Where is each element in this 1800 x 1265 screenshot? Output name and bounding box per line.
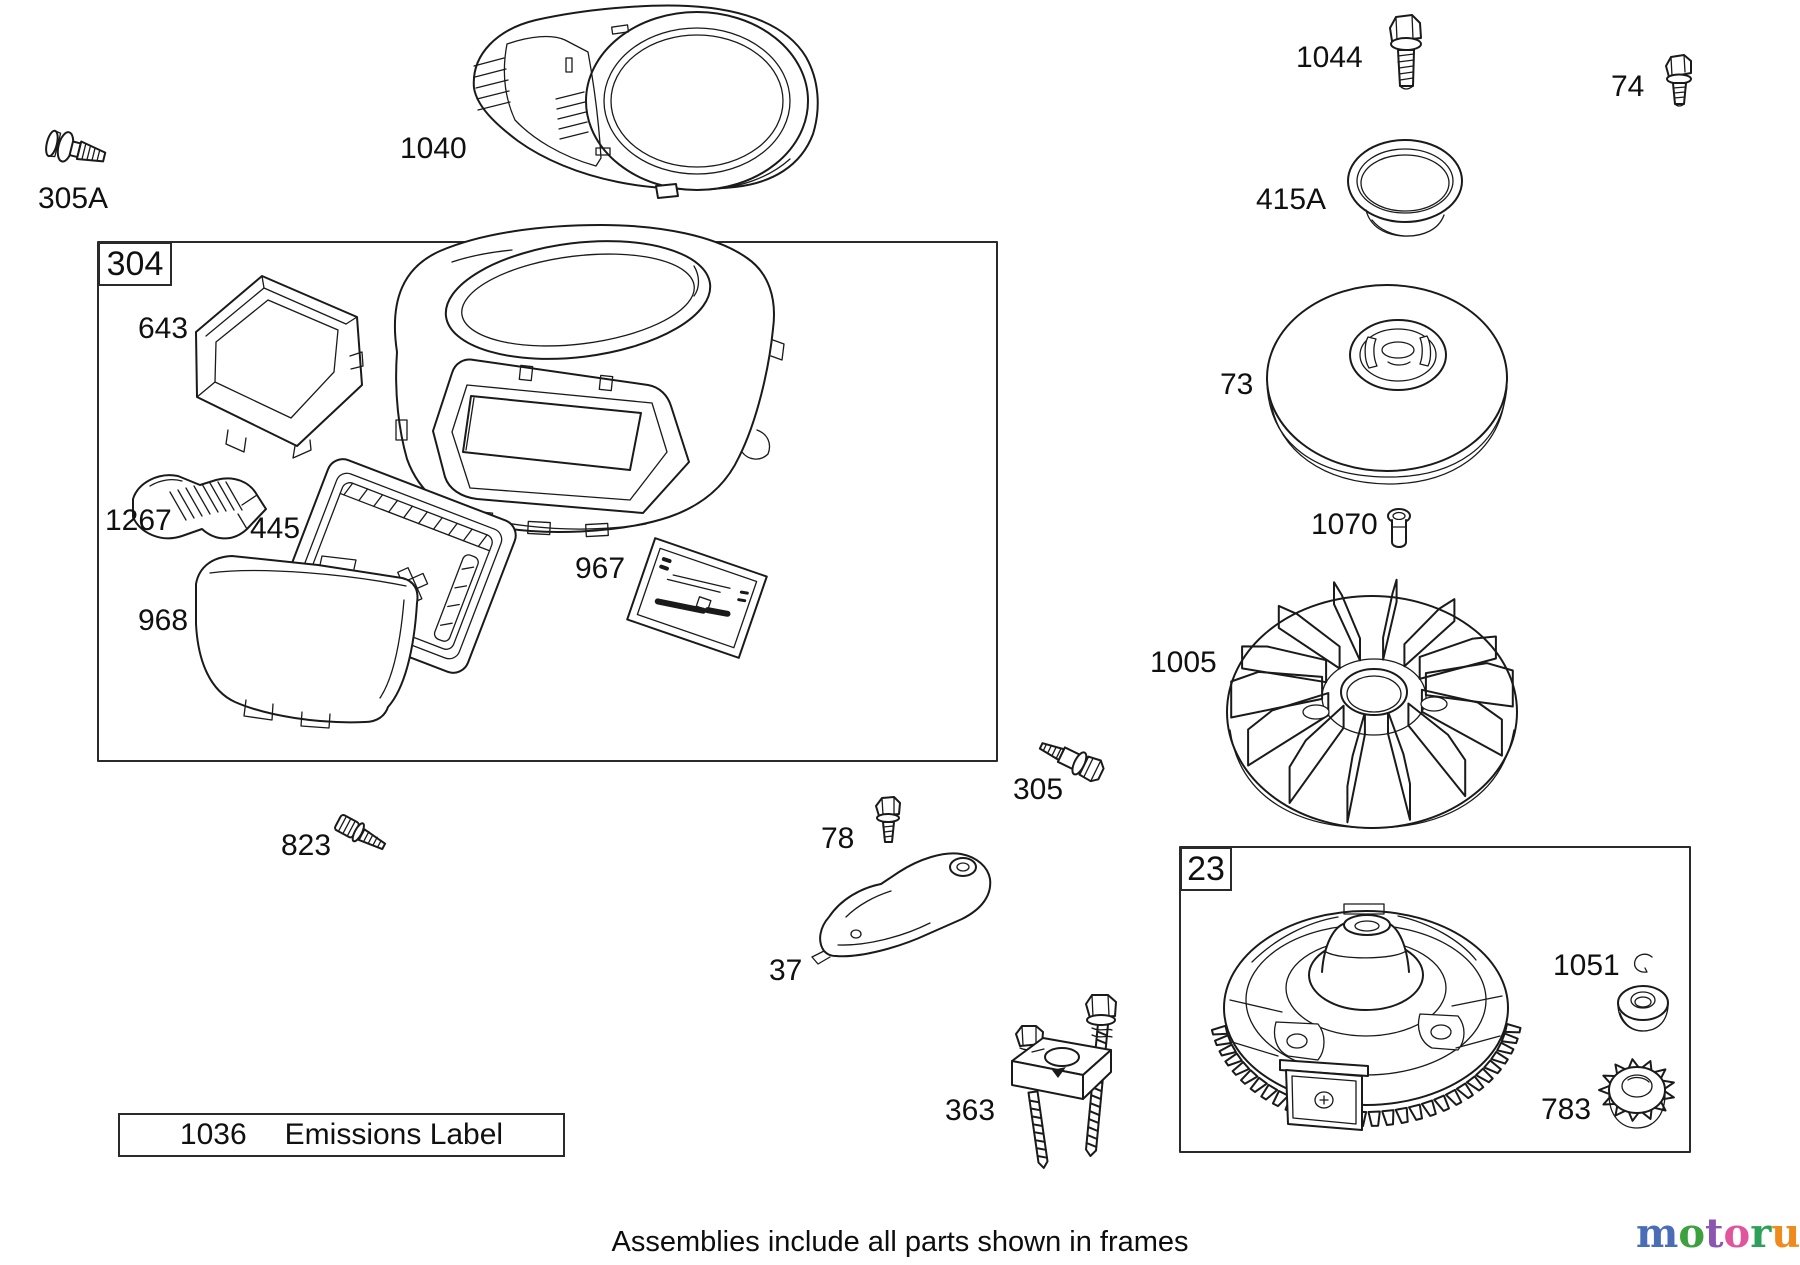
part-1070-bolt-art — [1387, 508, 1411, 548]
part-blower-housing-assembly-art — [393, 224, 785, 538]
part-968-air-cleaner-cover-art — [195, 555, 419, 729]
part-label-823: 823 — [281, 829, 332, 862]
emissions-part-number: 1036 — [179, 1118, 247, 1151]
part-label-74: 74 — [1611, 70, 1645, 103]
part-label-967: 967 — [575, 552, 626, 585]
watermark-letter: o — [1678, 1210, 1706, 1257]
part-1051-washer-art — [1617, 953, 1669, 1032]
part-label-363: 363 — [945, 1094, 996, 1127]
emissions-label-box: 1036 Emissions Label — [118, 1113, 565, 1157]
footer-note: Assemblies include all parts shown in fr… — [611, 1226, 1189, 1258]
watermark-letter: r — [1750, 1210, 1772, 1257]
part-label-1040: 1040 — [400, 132, 467, 165]
part-643-air-cleaner-base-art — [195, 275, 364, 459]
part-415a-cup-art — [1347, 139, 1463, 237]
part-label-37: 37 — [769, 954, 803, 987]
part-label-305: 305 — [1013, 773, 1064, 806]
part-363-puller-tool-art — [1011, 994, 1117, 1169]
emissions-part-name: Emissions Label — [284, 1118, 504, 1151]
part-label-415A: 415A — [1256, 183, 1327, 216]
part-1005-fan-art — [1226, 578, 1518, 829]
frame-label-304: 304 — [98, 242, 172, 286]
part-label-305A: 305A — [38, 182, 109, 215]
part-label-1005: 1005 — [1150, 646, 1217, 679]
watermark-logo: motoruf.de — [1636, 1214, 1800, 1254]
part-label-78: 78 — [821, 822, 855, 855]
assembly-frame-23 — [1179, 846, 1691, 1153]
part-73-pulley-art — [1266, 284, 1508, 485]
part-label-783: 783 — [1541, 1093, 1592, 1126]
part-823-screw-art — [334, 814, 387, 851]
watermark-letter: u — [1771, 1210, 1800, 1257]
part-1040-blower-housing-cover-art — [472, 4, 819, 199]
part-label-1051: 1051 — [1553, 949, 1620, 982]
part-1044-bolt-art — [1389, 14, 1422, 90]
part-label-1070: 1070 — [1311, 508, 1378, 541]
part-305-screw-art — [1038, 742, 1105, 783]
part-flywheel-art — [1210, 903, 1522, 1131]
part-label-73: 73 — [1220, 368, 1254, 401]
part-1267-bracket-art — [132, 474, 267, 540]
part-783-gear-art — [1598, 1058, 1675, 1129]
part-74-screw-art — [1665, 54, 1692, 107]
part-label-445: 445 — [250, 512, 301, 545]
part-967-label-art — [626, 537, 768, 659]
part-label-1044: 1044 — [1296, 41, 1363, 74]
part-label-643: 643 — [138, 312, 189, 345]
watermark-letter: m — [1636, 1210, 1679, 1257]
part-78-screw-art — [875, 796, 901, 843]
part-305a-screw-art — [45, 129, 107, 163]
watermark-letter: o — [1723, 1210, 1751, 1257]
part-37-cover-art — [811, 852, 992, 965]
part-label-1267: 1267 — [105, 504, 172, 537]
part-label-968: 968 — [138, 604, 189, 637]
watermark-letter: t — [1705, 1210, 1724, 1257]
frame-label-23: 23 — [1180, 847, 1232, 891]
